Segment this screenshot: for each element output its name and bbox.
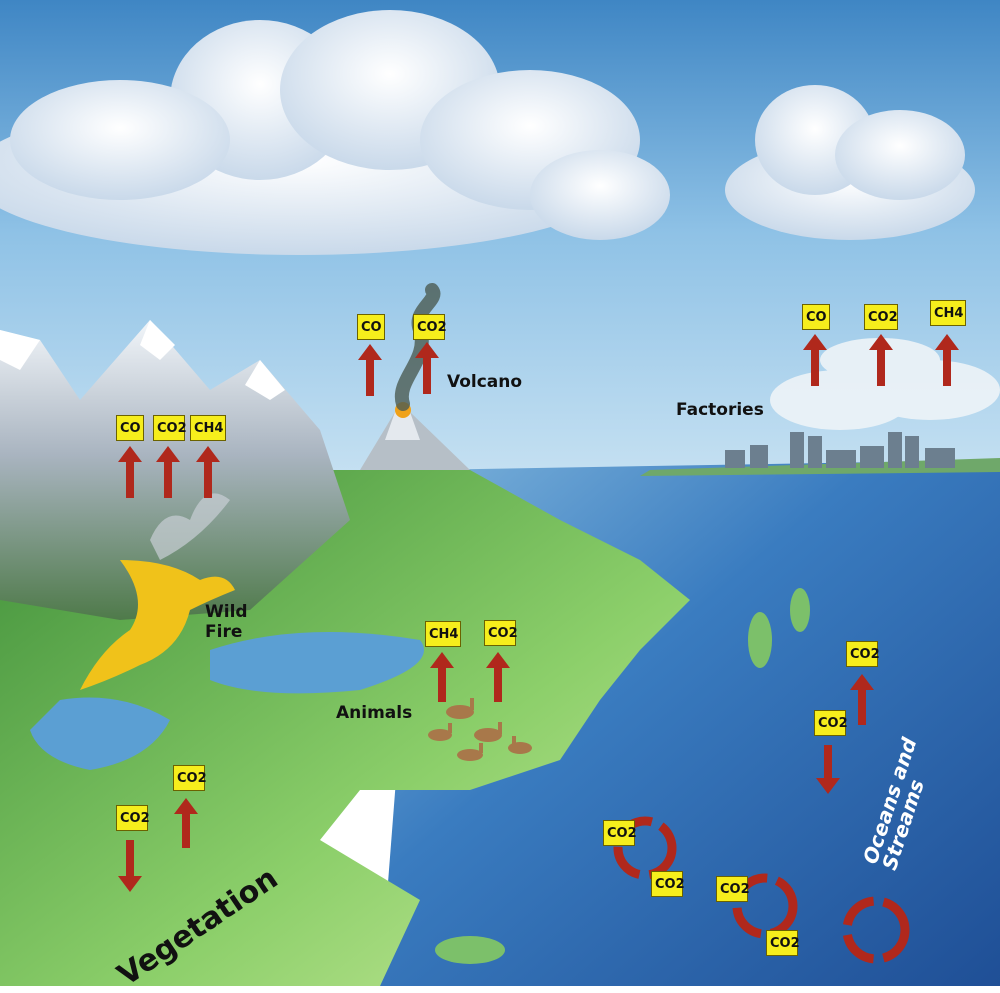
tag-factories-ch4: CH4 bbox=[930, 300, 966, 326]
cycle-circle bbox=[842, 896, 910, 964]
arrow-head bbox=[174, 798, 198, 814]
tag-cycle1-co2-b: CO2 bbox=[651, 871, 685, 897]
island bbox=[435, 936, 505, 964]
label-animals: Animals bbox=[336, 703, 413, 723]
tag-mountain-ch4: CH4 bbox=[190, 415, 226, 441]
cloud-right bbox=[725, 85, 975, 240]
tag-cycle2-co2-b: CO2 bbox=[766, 930, 800, 956]
tag-cycle2-co2-a: CO2 bbox=[716, 876, 750, 902]
cycle-arrows bbox=[613, 816, 910, 964]
arrow-head bbox=[850, 674, 874, 690]
wild-fire bbox=[80, 493, 235, 690]
tag-vegetation-co2-up: CO2 bbox=[173, 765, 207, 791]
lake bbox=[210, 632, 424, 694]
tag-ocean-co2-down: CO2 bbox=[814, 710, 848, 736]
label-wild-fire: Wild Fire bbox=[205, 602, 248, 642]
cycle-circle bbox=[613, 816, 677, 880]
arrow-head bbox=[118, 876, 142, 892]
arrow-head bbox=[935, 334, 959, 350]
tag-volcano-co2: CO2 bbox=[413, 314, 447, 340]
label-factories: Factories bbox=[676, 400, 764, 420]
tag-mountain-co2: CO2 bbox=[153, 415, 187, 441]
tag-vegetation-co2-down: CO2 bbox=[116, 805, 150, 831]
cloud-left bbox=[0, 10, 670, 255]
bay bbox=[30, 697, 170, 770]
emission-arrows bbox=[118, 334, 959, 892]
cycle-circle bbox=[732, 873, 798, 939]
arrow-head bbox=[816, 778, 840, 794]
arrow-head bbox=[415, 342, 439, 358]
arrow-head bbox=[196, 446, 220, 462]
arrow-head bbox=[156, 446, 180, 462]
tag-ocean-co2-up: CO2 bbox=[846, 641, 880, 667]
tag-volcano-co: CO bbox=[357, 314, 385, 340]
island bbox=[748, 612, 772, 668]
arrow-head bbox=[430, 652, 454, 668]
factory-skyline bbox=[725, 432, 955, 468]
tag-mountain-co: CO bbox=[116, 415, 144, 441]
animal-herd bbox=[428, 698, 532, 761]
label-volcano: Volcano bbox=[447, 372, 523, 392]
tag-factories-co: CO bbox=[802, 304, 830, 330]
arrow-head bbox=[869, 334, 893, 350]
arrow-head bbox=[118, 446, 142, 462]
tag-animals-co2: CO2 bbox=[484, 620, 518, 646]
arrow-head bbox=[358, 344, 382, 360]
mountain-range bbox=[0, 320, 350, 620]
tag-factories-co2: CO2 bbox=[864, 304, 898, 330]
arrow-head bbox=[803, 334, 827, 350]
arrow-head bbox=[486, 652, 510, 668]
tag-animals-ch4: CH4 bbox=[425, 621, 461, 647]
island bbox=[790, 588, 810, 632]
tag-cycle1-co2-a: CO2 bbox=[603, 820, 637, 846]
